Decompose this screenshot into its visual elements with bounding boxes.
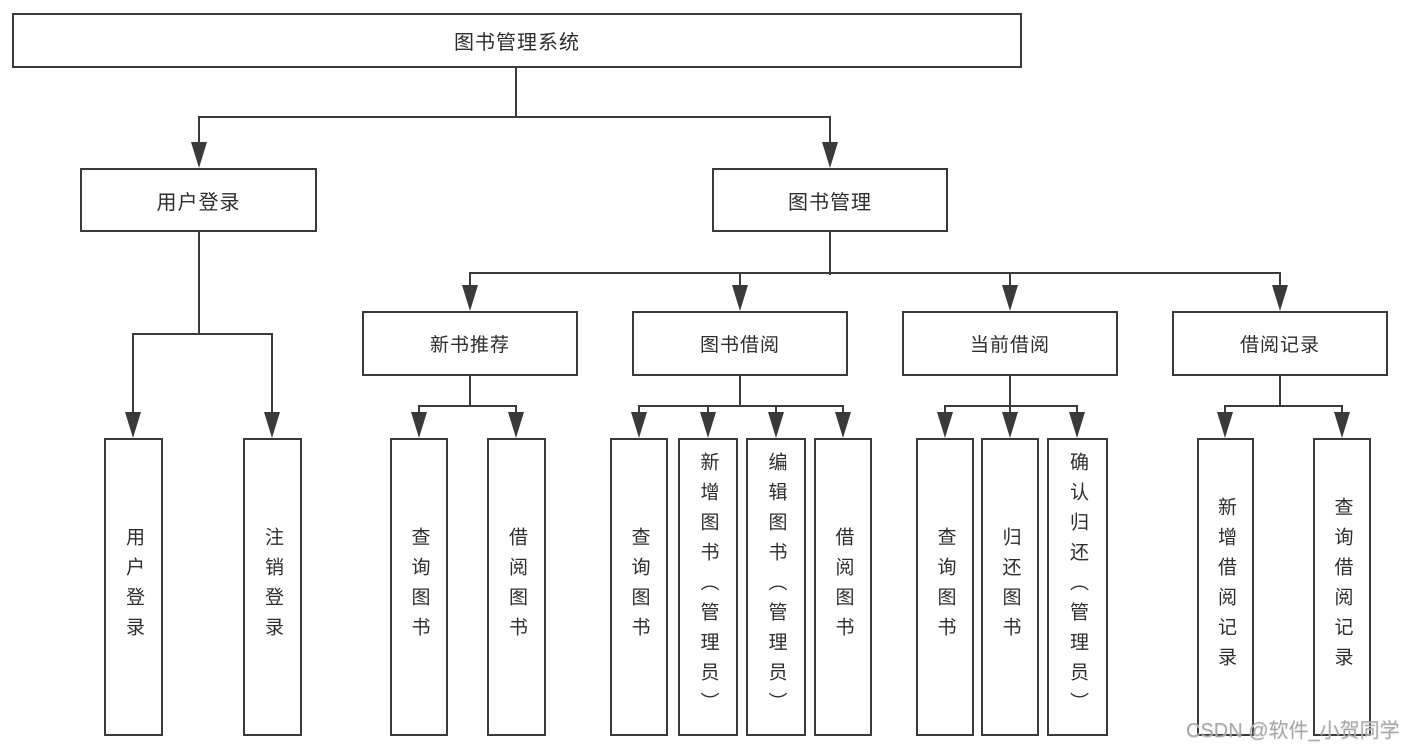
- arrow-down-icon: [508, 412, 524, 438]
- arrow-down-icon: [411, 412, 427, 438]
- node-label: 用户登录: [123, 527, 144, 647]
- node-label: 注销登录: [262, 527, 283, 647]
- connector-line: [1008, 272, 1012, 288]
- node-leaf-user-login: 用户登录: [104, 438, 163, 736]
- node-leaf-borrow-books-2: 借阅图书: [814, 438, 872, 736]
- node-label: 当前借阅: [969, 335, 1050, 356]
- connector-line: [1278, 376, 1282, 407]
- connector-line: [514, 68, 518, 118]
- connector-line: [738, 376, 742, 407]
- node-leaf-add-books-admin: 新增图书（管理员）: [678, 438, 738, 736]
- connector-line: [1008, 405, 1012, 413]
- arrow-down-icon: [700, 412, 716, 438]
- arrow-down-icon: [1002, 285, 1018, 311]
- node-leaf-borrow-books-1: 借阅图书: [487, 438, 546, 736]
- connector-line: [270, 333, 274, 414]
- connector-line: [841, 405, 845, 413]
- node-leaf-query-books-3: 查询图书: [916, 438, 974, 736]
- connector-line: [417, 405, 421, 413]
- node-label: 查询图书: [934, 527, 956, 647]
- connector-line: [828, 116, 832, 145]
- connector-line: [468, 376, 472, 407]
- arrow-down-icon: [768, 412, 784, 438]
- connector-line: [514, 405, 518, 413]
- connector-line: [468, 272, 472, 288]
- node-leaf-logout: 注销登录: [243, 438, 302, 736]
- connector-line: [943, 404, 1079, 408]
- node-label: 借阅图书: [506, 527, 527, 647]
- node-library-management-system: 图书管理系统: [12, 13, 1022, 68]
- node-label: 用户登录: [156, 191, 241, 214]
- node-leaf-edit-books-admin: 编辑图书（管理员）: [746, 438, 806, 736]
- arrow-down-icon: [822, 142, 838, 168]
- connector-line: [943, 405, 947, 413]
- node-user-login: 用户登录: [80, 168, 317, 232]
- node-leaf-query-books-1: 查询图书: [390, 438, 448, 736]
- arrow-down-icon: [191, 142, 207, 168]
- arrow-down-icon: [1069, 412, 1085, 438]
- node-leaf-query-books-2: 查询图书: [610, 438, 668, 736]
- node-label: 新书推荐: [429, 335, 510, 356]
- connector-line: [1223, 405, 1227, 413]
- connector-line: [468, 271, 1282, 275]
- node-label: 借阅记录: [1239, 335, 1320, 356]
- node-label: 归还图书: [999, 527, 1021, 647]
- connector-line: [828, 232, 832, 275]
- arrow-down-icon: [937, 412, 953, 438]
- arrow-down-icon: [1334, 412, 1350, 438]
- node-label: 借阅图书: [832, 527, 854, 647]
- connector-line: [637, 405, 641, 413]
- arrow-down-icon: [125, 412, 141, 438]
- node-current-borrowing: 当前借阅: [902, 311, 1118, 376]
- node-label: 查询图书: [408, 527, 430, 647]
- arrow-down-icon: [1217, 412, 1233, 438]
- connector-line: [1340, 405, 1344, 413]
- node-leaf-query-borrow-record: 查询借阅记录: [1313, 438, 1371, 736]
- watermark-text: CSDN @软件_小贺同学: [1186, 720, 1400, 742]
- arrow-down-icon: [631, 412, 647, 438]
- connector-line: [197, 116, 201, 145]
- node-book-borrowing: 图书借阅: [632, 311, 848, 376]
- node-label: 图书借阅: [699, 335, 780, 356]
- node-label: 查询借阅记录: [1331, 497, 1353, 677]
- node-leaf-add-borrow-record: 新增借阅记录: [1197, 438, 1254, 736]
- connector-line: [131, 333, 135, 414]
- connector-line: [417, 404, 518, 408]
- connector-line: [197, 115, 832, 119]
- node-label: 查询图书: [628, 527, 650, 647]
- connector-line: [1223, 404, 1344, 408]
- connector-line: [1075, 405, 1079, 413]
- node-label: 确认归还（管理员）: [1067, 452, 1088, 722]
- connector-line: [637, 404, 845, 408]
- connector-line: [197, 232, 201, 335]
- node-borrowing-records: 借阅记录: [1172, 311, 1388, 376]
- arrow-down-icon: [264, 412, 280, 438]
- node-new-book-recommendation: 新书推荐: [362, 311, 578, 376]
- node-label: 新增借阅记录: [1215, 497, 1236, 677]
- node-label: 图书管理: [788, 191, 872, 214]
- arrow-down-icon: [732, 285, 748, 311]
- connector-line: [706, 405, 710, 413]
- node-book-management: 图书管理: [712, 168, 948, 232]
- node-leaf-confirm-return-admin: 确认归还（管理员）: [1047, 438, 1108, 736]
- connector-line: [1008, 376, 1012, 407]
- arrow-down-icon: [1272, 285, 1288, 311]
- node-leaf-return-books: 归还图书: [981, 438, 1039, 736]
- arrow-down-icon: [835, 412, 851, 438]
- arrow-down-icon: [1002, 412, 1018, 438]
- connector-line: [1278, 272, 1282, 288]
- node-label: 编辑图书（管理员）: [765, 452, 787, 722]
- connector-line: [131, 332, 274, 336]
- connector-line: [774, 405, 778, 413]
- arrow-down-icon: [462, 285, 478, 311]
- node-label: 新增图书（管理员）: [697, 452, 719, 722]
- node-label: 图书管理系统: [454, 32, 580, 54]
- connector-line: [738, 272, 742, 288]
